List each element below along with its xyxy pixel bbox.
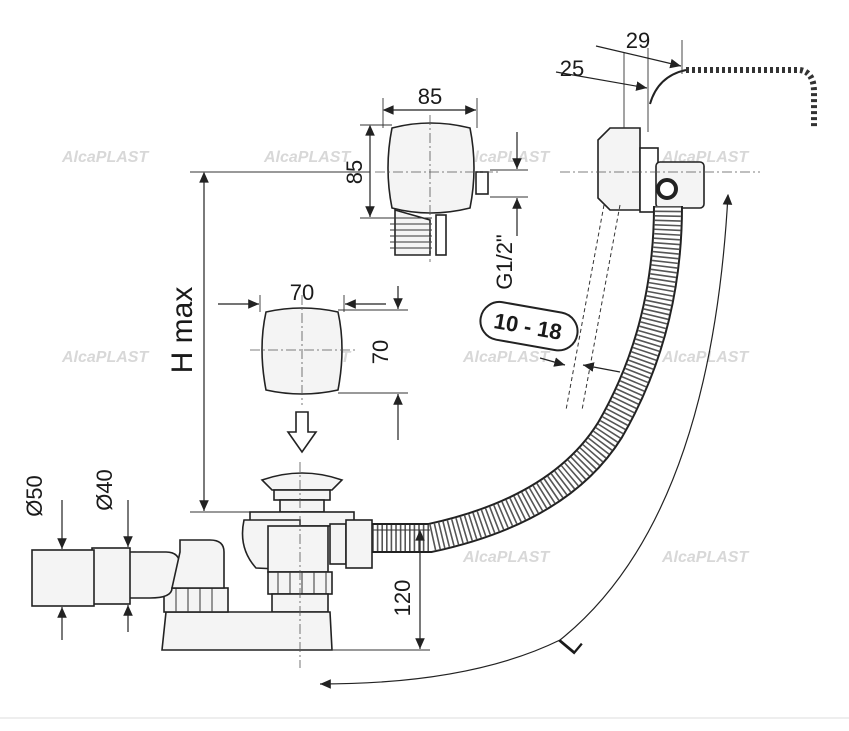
watermark-text: AlcaPLAST: [462, 549, 550, 566]
watermark-text: AlcaPLAST: [263, 149, 351, 166]
dim-29-label: 29: [626, 28, 650, 53]
plug-width-label: 70: [290, 280, 314, 305]
watermark-text: AlcaPLAST: [661, 549, 749, 566]
outlet-diameter-dimensions: [57, 500, 133, 640]
watermark-text: AlcaPLAST: [61, 149, 149, 166]
dim-25-label: 25: [560, 56, 584, 81]
watermark-text: AlcaPLAST: [462, 349, 550, 366]
watermark-text: AlcaPLAST: [661, 349, 749, 366]
d40-label: Ø40: [92, 469, 117, 511]
watermark-text: AlcaPLAST: [462, 149, 550, 166]
length-dimension: [319, 193, 733, 689]
plug-height-label: 70: [368, 340, 393, 364]
height-120-label: 120: [390, 580, 415, 617]
watermark-text: AlcaPLAST: [61, 349, 149, 366]
length-label: L: [553, 627, 589, 661]
d50-label: Ø50: [22, 475, 47, 517]
drain-assembly-drawing: [31, 462, 373, 668]
h-max-label: H max: [166, 287, 199, 374]
cap-width-label: 85: [418, 84, 442, 109]
thread-label: G1/2": [492, 234, 517, 290]
plug-cap-drawing: [218, 286, 408, 454]
